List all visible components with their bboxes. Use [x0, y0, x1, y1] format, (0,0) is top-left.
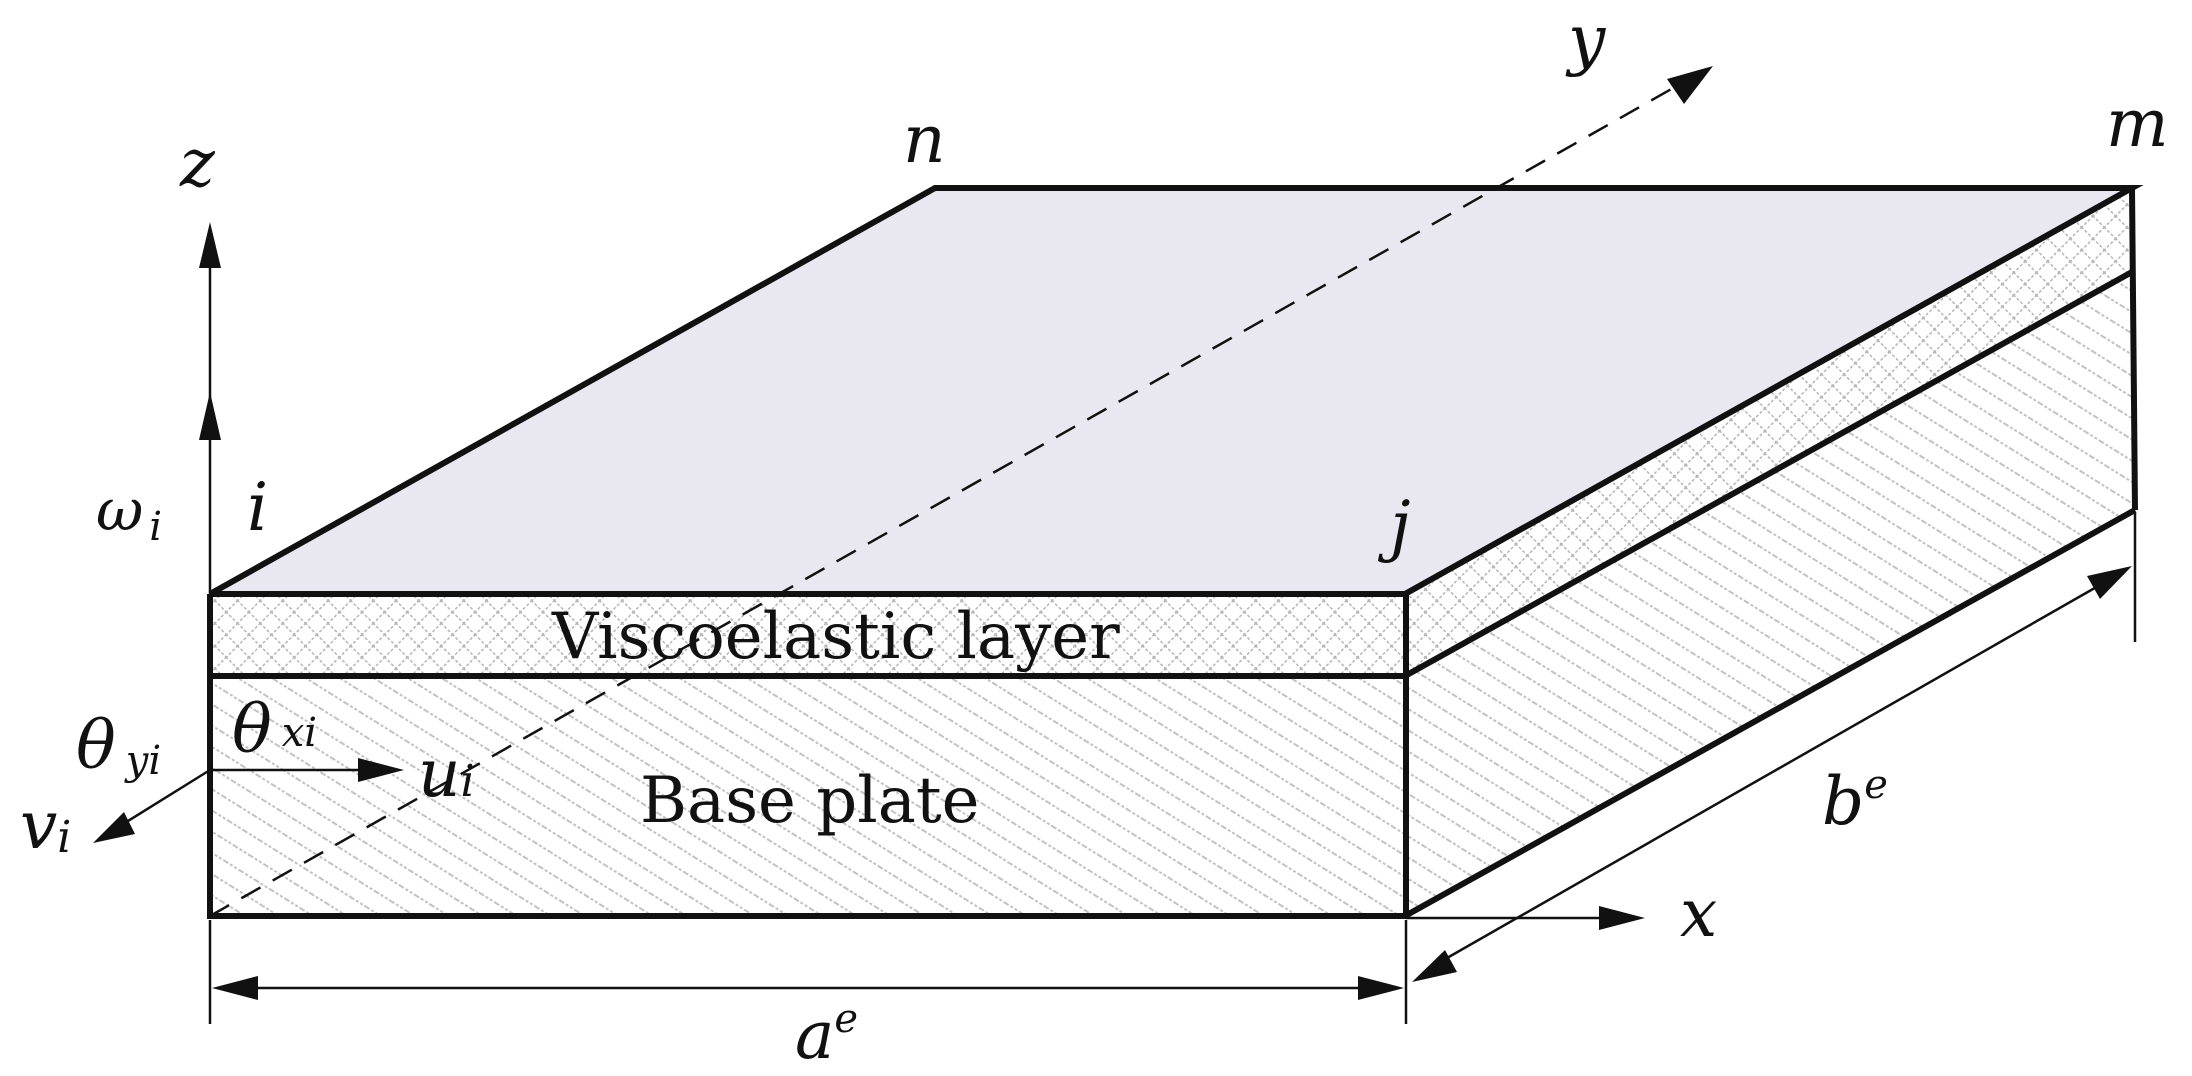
- dimension-a-label: ae: [795, 996, 858, 1074]
- front-outline: [207, 594, 1409, 919]
- v-subscript: i: [57, 812, 71, 863]
- axis-label-z: z: [179, 125, 216, 202]
- axis-label-y: y: [1565, 1, 1606, 78]
- b-dim-line: [1439, 583, 2101, 964]
- b-dim-arrow-bottom: [1412, 950, 1457, 982]
- right-side-base-face: [1405, 272, 2135, 916]
- u-symbol: u: [418, 735, 461, 812]
- right-vertical-edge: [2129, 187, 2138, 511]
- theta-x-subscript: xi: [282, 710, 317, 756]
- u-label: ui: [418, 735, 475, 812]
- u-subscript: i: [461, 756, 475, 807]
- node-label-n: n: [903, 101, 946, 178]
- u-arrowhead: [358, 758, 404, 782]
- node-label-i: i: [247, 469, 268, 546]
- x-axis-arrowhead: [1599, 906, 1645, 930]
- viscoelastic-layer-label: Viscoelastic layer: [551, 600, 1120, 674]
- a-dim-arrow-right: [1358, 976, 1404, 1000]
- node-label-m: m: [2106, 85, 2169, 162]
- axis-label-x: x: [1680, 875, 1717, 952]
- omega-subscript: i: [149, 504, 162, 550]
- v-symbol: v: [20, 787, 57, 864]
- a-symbol: a: [795, 997, 834, 1074]
- front-viscoelastic-face: [210, 594, 1406, 676]
- front-base-face: [210, 676, 1406, 916]
- omega-arrowhead: [199, 392, 221, 440]
- y-axis-arrowhead: [1667, 66, 1713, 104]
- b-symbol: b: [1822, 763, 1864, 840]
- v-arrowhead: [93, 812, 135, 843]
- a-dim-arrow-left: [212, 976, 258, 1000]
- bottom-side-edge: [1403, 507, 2137, 919]
- b-superscript: e: [1864, 762, 1888, 808]
- theta-y-symbol: θ: [76, 707, 116, 784]
- v-label: vi: [20, 787, 71, 864]
- top-face: [210, 188, 2132, 594]
- omega-symbol: ω: [96, 476, 143, 544]
- theta-y-subscript: yi: [124, 738, 161, 784]
- base-plate-label: Base plate: [640, 764, 979, 838]
- a-superscript: e: [834, 996, 858, 1042]
- dimension-b-label: be: [1822, 762, 1888, 840]
- right-side-viscoelastic-face: [1405, 190, 2132, 676]
- z-axis-arrowhead: [199, 222, 221, 268]
- theta-x-symbol: θ: [232, 691, 272, 768]
- v-arrow-line: [119, 768, 211, 828]
- b-dim-arrow-top: [2087, 566, 2132, 599]
- viscoelastic-interface-side: [1403, 269, 2134, 679]
